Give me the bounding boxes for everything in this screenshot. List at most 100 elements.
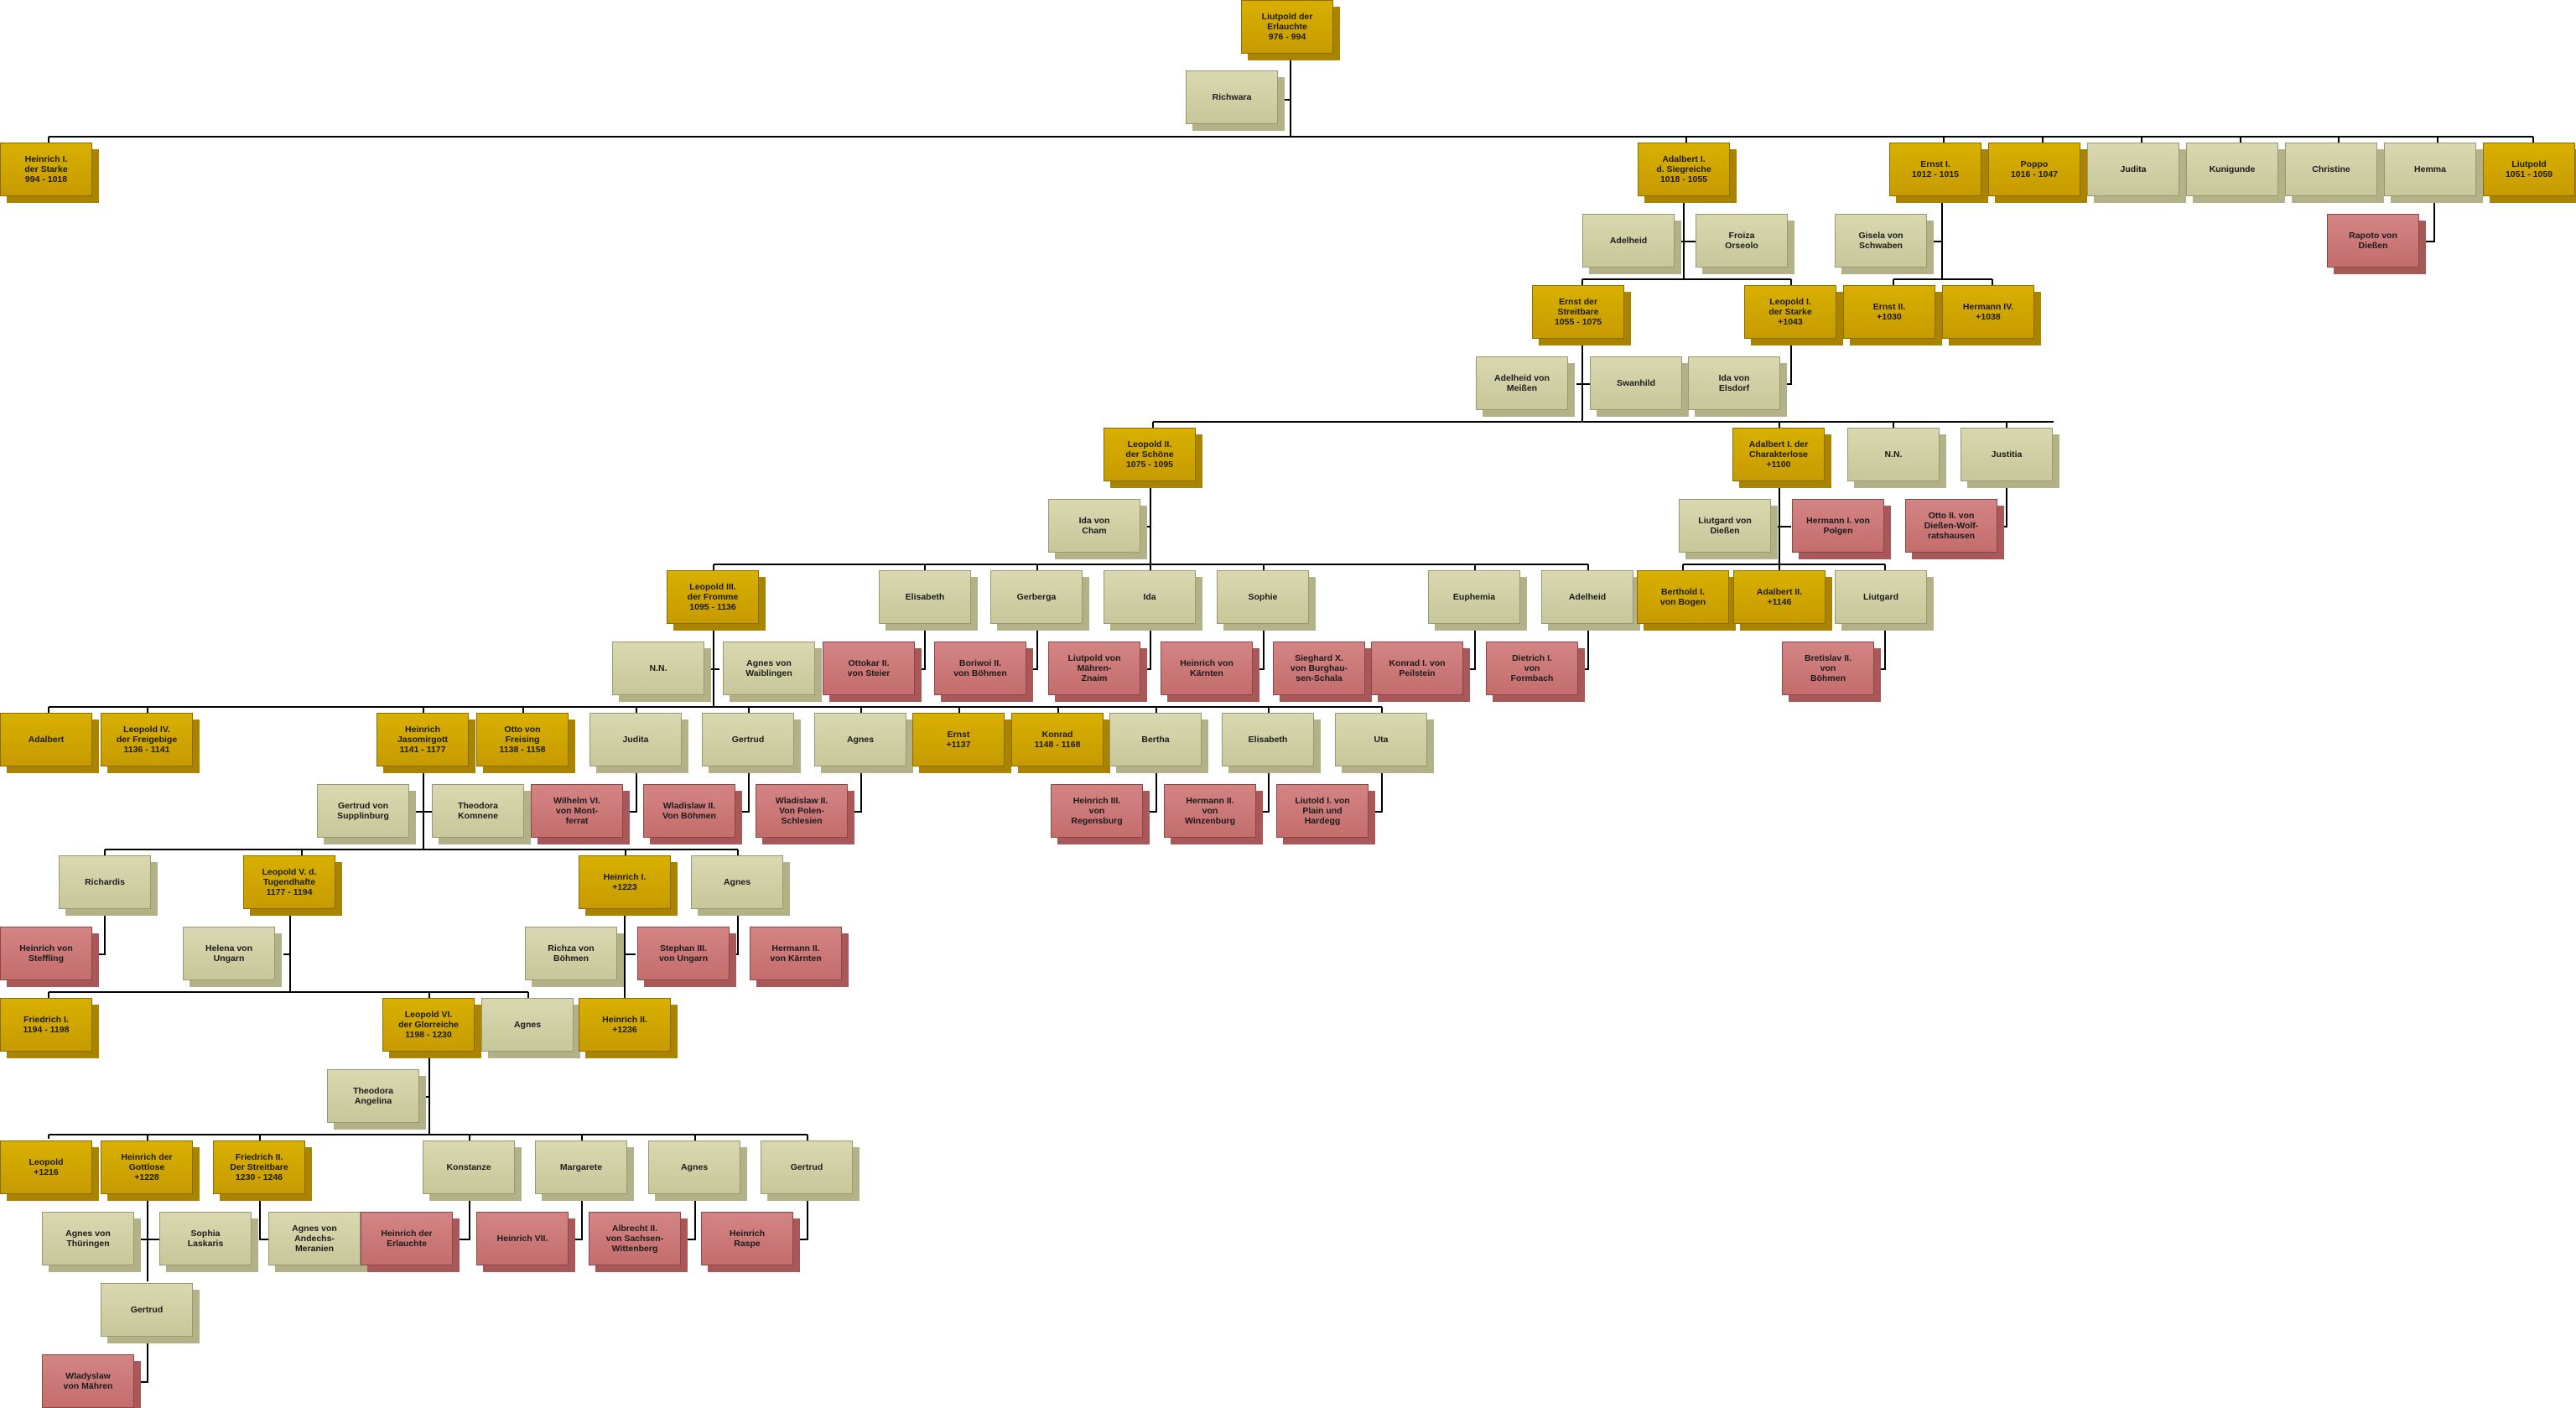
person-node-n54[interactable]: Otto von Freising 1138 - 1158: [476, 713, 569, 766]
person-node-n81[interactable]: Leopold VI. der Glorreiche 1198 - 1230: [382, 998, 475, 1052]
person-node-n86[interactable]: Heinrich der Gottlose +1228: [101, 1140, 193, 1194]
person-node-n15[interactable]: Gisela von Schwaben: [1835, 214, 1927, 268]
person-node-n98[interactable]: Heinrich Raspe: [701, 1212, 793, 1265]
person-node-n25[interactable]: N.N.: [1847, 428, 1940, 481]
person-node-n47[interactable]: Sieghard X. von Burghau- sen-Schala: [1273, 642, 1365, 695]
person-node-n78[interactable]: Stephan III. von Ungarn: [637, 927, 730, 980]
person-node-n44[interactable]: Boriwoi II. von Böhmen: [934, 642, 1026, 695]
person-node-n20[interactable]: Adelheid von Meißen: [1476, 356, 1568, 410]
person-node-n48[interactable]: Konrad I. von Peilstein: [1371, 642, 1463, 695]
person-node-n3[interactable]: Heinrich I. der Starke 994 - 1018: [0, 143, 92, 196]
person-node-n97[interactable]: Albrecht II. von Sachsen- Wittenberg: [589, 1212, 681, 1265]
person-node-n21[interactable]: Swanhild: [1590, 356, 1682, 410]
person-node-n90[interactable]: Agnes: [648, 1140, 740, 1194]
person-node-n73[interactable]: Heinrich I. +1223: [579, 855, 671, 909]
person-node-n92[interactable]: Agnes von Thüringen: [42, 1212, 134, 1265]
person-node-n33[interactable]: Gerberga: [990, 570, 1083, 624]
person-node-n11[interactable]: Liutpold 1051 - 1059: [2483, 143, 2575, 196]
person-node-n18[interactable]: Ernst II. +1030: [1843, 285, 1935, 339]
person-node-n10[interactable]: Hemma: [2384, 143, 2476, 196]
person-node-n74[interactable]: Agnes: [691, 855, 783, 909]
person-node-n30[interactable]: Otto II. von Dießen-Wolf- ratshausen: [1905, 499, 1997, 553]
person-node-n83[interactable]: Heinrich II. +1236: [579, 998, 671, 1052]
person-node-n16[interactable]: Ernst der Streitbare 1055 - 1075: [1532, 285, 1624, 339]
person-node-n4[interactable]: Adalbert I. d. Siegreiche 1018 - 1055: [1638, 143, 1730, 196]
person-node-n52[interactable]: Leopold IV. der Freigebige 1136 - 1141: [101, 713, 193, 766]
person-node-n36[interactable]: Euphemia: [1428, 570, 1520, 624]
person-node-n99[interactable]: Gertrud: [101, 1283, 193, 1337]
person-node-n35[interactable]: Sophie: [1217, 570, 1309, 624]
person-node-n12[interactable]: Rapoto von Dießen: [2327, 214, 2419, 268]
person-node-n49[interactable]: Dietrich I. von Formbach: [1486, 642, 1578, 695]
person-node-n68[interactable]: Heinrich III. von Regensburg: [1051, 784, 1143, 838]
person-node-n63[interactable]: Gertrud von Supplinburg: [317, 784, 409, 838]
person-node-n87[interactable]: Friedrich II. Der Streitbare 1230 - 1246: [213, 1140, 305, 1194]
person-node-n42[interactable]: Agnes von Waiblingen: [723, 642, 815, 695]
person-node-n70[interactable]: Liutold I. von Plain und Hardegg: [1276, 784, 1368, 838]
person-node-n56[interactable]: Gertrud: [702, 713, 794, 766]
person-node-n9[interactable]: Christine: [2285, 143, 2377, 196]
person-node-n77[interactable]: Richza von Böhmen: [525, 927, 617, 980]
person-node-n67[interactable]: Wladislaw II. Von Polen- Schlesien: [756, 784, 848, 838]
person-node-n80[interactable]: Friedrich I. 1194 - 1198: [0, 998, 92, 1052]
person-node-n51[interactable]: Adalbert: [0, 713, 92, 766]
person-node-n89[interactable]: Margarete: [535, 1140, 627, 1194]
person-node-n65[interactable]: Wilhelm VI. von Mont- ferrat: [531, 784, 623, 838]
person-node-n76[interactable]: Helena von Ungarn: [183, 927, 275, 980]
person-node-n27[interactable]: Ida von Cham: [1048, 499, 1140, 553]
person-node-n8[interactable]: Kunigunde: [2186, 143, 2278, 196]
person-node-n32[interactable]: Elisabeth: [879, 570, 971, 624]
person-node-n96[interactable]: Heinrich VII.: [476, 1212, 569, 1265]
person-node-n6[interactable]: Poppo 1016 - 1047: [1988, 143, 2080, 196]
person-node-n53[interactable]: Heinrich Jasomirgott 1141 - 1177: [377, 713, 469, 766]
person-node-n24[interactable]: Adalbert I. der Charakterlose +1100: [1732, 428, 1825, 481]
person-node-n38[interactable]: Berthold I. von Bogen: [1637, 570, 1729, 624]
person-node-n71[interactable]: Richardis: [59, 855, 151, 909]
person-node-n91[interactable]: Gertrud: [761, 1140, 853, 1194]
person-node-n57[interactable]: Agnes: [814, 713, 906, 766]
person-node-n29[interactable]: Hermann I. von Polgen: [1792, 499, 1884, 553]
person-node-n88[interactable]: Konstanze: [423, 1140, 515, 1194]
person-node-n59[interactable]: Konrad 1148 - 1168: [1011, 713, 1104, 766]
person-node-n34[interactable]: Ida: [1104, 570, 1196, 624]
person-node-n7[interactable]: Judita: [2087, 143, 2179, 196]
person-node-n64[interactable]: Theodora Komnene: [432, 784, 524, 838]
person-node-n17[interactable]: Leopold I. der Starke +1043: [1744, 285, 1836, 339]
person-node-n60[interactable]: Bertha: [1109, 713, 1202, 766]
person-node-n50[interactable]: Bretislav II. von Böhmen: [1782, 642, 1874, 695]
person-node-n93[interactable]: Sophia Laskaris: [159, 1212, 252, 1265]
person-node-n66[interactable]: Wladislaw II. Von Böhmen: [643, 784, 735, 838]
person-node-n28[interactable]: Liutgard von Dießen: [1679, 499, 1771, 553]
person-node-n94[interactable]: Agnes von Andechs- Meranien: [268, 1212, 361, 1265]
person-node-n100[interactable]: Wladyslaw von Mähren: [42, 1354, 134, 1408]
person-node-n1[interactable]: Liutpold der Erlauchte 976 - 994: [1241, 0, 1333, 54]
person-node-n69[interactable]: Hermann II. von Winzenburg: [1164, 784, 1256, 838]
person-node-n19[interactable]: Hermann IV. +1038: [1942, 285, 2034, 339]
person-node-n39[interactable]: Adalbert II. +1146: [1733, 570, 1826, 624]
person-node-n31[interactable]: Leopold III. der Fromme 1095 - 1136: [667, 570, 759, 624]
person-node-n14[interactable]: Froiza Orseolo: [1696, 214, 1788, 268]
person-node-n22[interactable]: Ida von Elsdorf: [1688, 356, 1780, 410]
person-node-n85[interactable]: Leopold +1216: [0, 1140, 92, 1194]
person-node-n75[interactable]: Heinrich von Steffling: [0, 927, 92, 980]
person-node-n84[interactable]: Theodora Angelina: [327, 1069, 419, 1123]
person-node-n13[interactable]: Adelheid: [1582, 214, 1675, 268]
person-node-n82[interactable]: Agnes: [481, 998, 574, 1052]
person-node-n5[interactable]: Ernst I. 1012 - 1015: [1889, 143, 1981, 196]
person-node-n45[interactable]: Liutpold von Mähren- Znaim: [1048, 642, 1140, 695]
person-node-n46[interactable]: Heinrich von Kärnten: [1161, 642, 1253, 695]
person-node-n26[interactable]: Justitia: [1961, 428, 2053, 481]
person-node-n72[interactable]: Leopold V. d. Tugendhafte 1177 - 1194: [243, 855, 335, 909]
person-node-n40[interactable]: Liutgard: [1835, 570, 1927, 624]
person-node-n58[interactable]: Ernst +1137: [912, 713, 1005, 766]
person-node-n43[interactable]: Ottokar II. von Steier: [823, 642, 915, 695]
person-node-n23[interactable]: Leopold II. der Schöne 1075 - 1095: [1104, 428, 1196, 481]
person-node-n55[interactable]: Judita: [589, 713, 682, 766]
person-node-n95[interactable]: Heinrich der Erlauchte: [361, 1212, 453, 1265]
person-node-n41[interactable]: N.N.: [612, 642, 704, 695]
person-node-n79[interactable]: Hermann II. von Kärnten: [750, 927, 842, 980]
person-node-n37[interactable]: Adelheid: [1541, 570, 1633, 624]
person-node-n62[interactable]: Uta: [1335, 713, 1427, 766]
person-node-n2[interactable]: Richwara: [1186, 70, 1278, 124]
person-node-n61[interactable]: Elisabeth: [1222, 713, 1314, 766]
